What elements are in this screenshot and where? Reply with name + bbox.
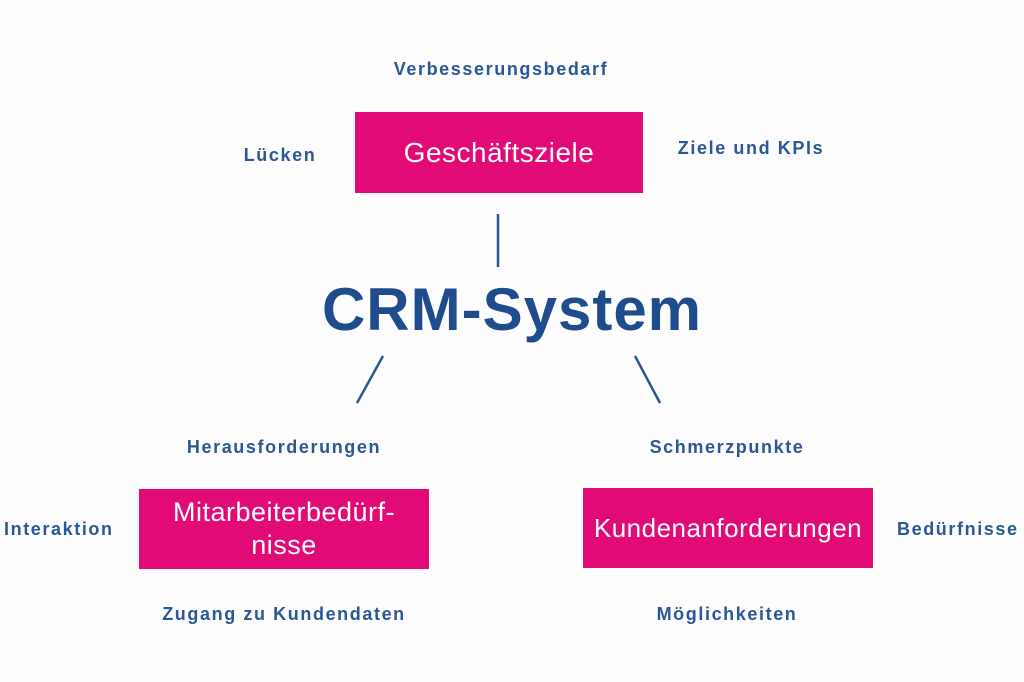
satellite-label-moeglichkeiten: Möglichkeiten: [656, 604, 798, 624]
node-kundenanforderungen: Kundenanforderungen: [583, 488, 873, 568]
satellite-label-zugang-zu-kundendaten: Zugang zu Kundendaten: [162, 604, 406, 624]
satellite-label-verbesserungsbedarf: Verbesserungsbedarf: [393, 59, 609, 79]
node-geschaeftsziele: Geschäftsziele: [355, 112, 643, 193]
connector-bottom-right: [633, 355, 662, 404]
satellite-label-herausforderungen: Herausforderungen: [186, 437, 382, 457]
connector-bottom-left: [355, 355, 385, 404]
satellite-label-beduerfnisse: Bedürfnisse: [897, 519, 1019, 539]
satellite-label-interaktion: Interaktion: [4, 519, 114, 539]
satellite-label-schmerzpunkte: Schmerzpunkte: [649, 437, 805, 457]
satellite-label-ziele-und-kpis: Ziele und KPIs: [677, 138, 825, 158]
node-mitarbeiterbeduerfnisse: Mitarbeiterbedürf- nisse: [139, 489, 429, 569]
central-topic-title: CRM-System: [321, 276, 703, 343]
satellite-label-luecken: Lücken: [243, 145, 317, 165]
